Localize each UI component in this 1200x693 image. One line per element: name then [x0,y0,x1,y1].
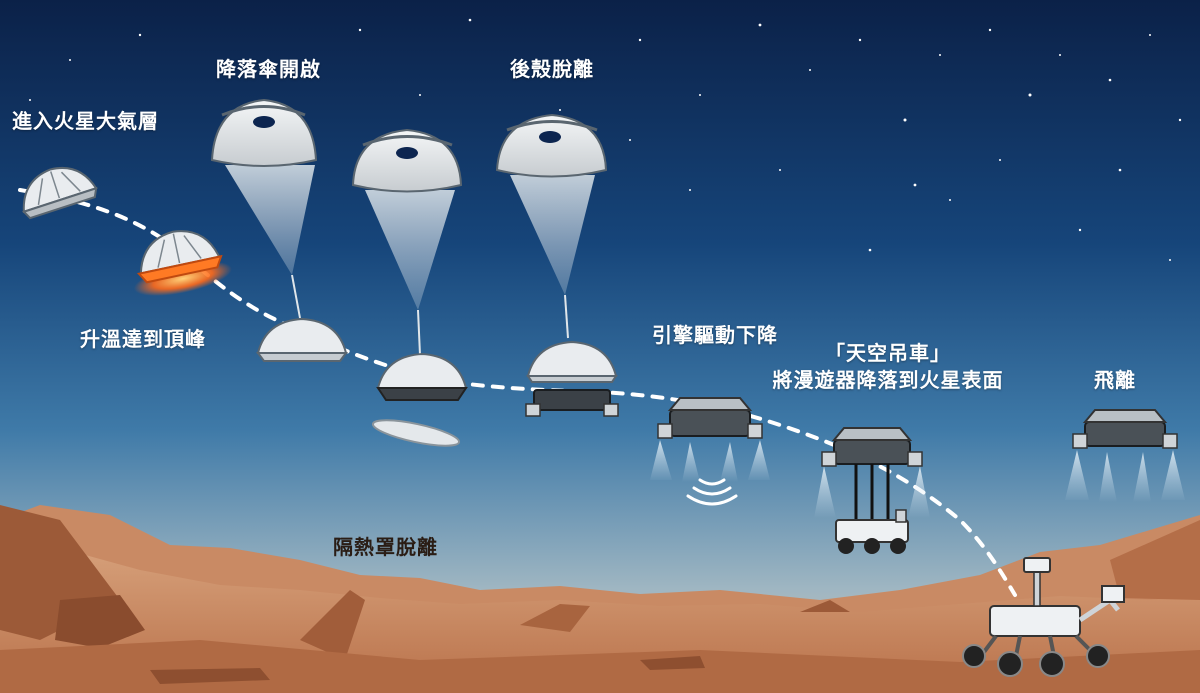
label-sky-crane: 「天空吊車」 將漫遊器降落到火星表面 [752,340,1024,394]
label-peak-heating: 升溫達到頂峰 [80,327,206,351]
parachute-2 [351,128,463,356]
label-sky-crane-line1: 「天空吊車」 [825,341,951,365]
stars [29,18,1182,261]
descent-capsule-1 [256,317,348,362]
trajectory-path [18,188,1017,597]
entry-capsule [22,166,98,220]
radar-signal-icon [686,478,738,506]
label-entry: 進入火星大氣層 [12,109,159,133]
rover-lowered [835,509,909,554]
label-backshell: 後殼脫離 [510,57,594,81]
backshell-separating [525,340,619,417]
label-parachute: 降落傘開啟 [216,57,321,81]
flyaway-stage [1065,409,1185,502]
powered-descent-stage [650,397,770,482]
sky-crane-stage [814,427,930,520]
label-heatshield: 隔熱罩脫離 [333,535,438,559]
rover-landed [962,557,1125,677]
peak-heating-capsule [133,230,232,296]
label-powered-descent: 引擎驅動下降 [652,323,778,347]
parachute-1 [210,98,318,319]
label-sky-crane-line2: 將漫遊器降落到火星表面 [772,368,1004,392]
label-flyaway: 飛離 [1094,368,1136,392]
heatshield [371,419,461,447]
descent-capsule-2 [376,352,468,401]
mars-terrain [0,505,1200,693]
parachute-3 [495,113,608,339]
